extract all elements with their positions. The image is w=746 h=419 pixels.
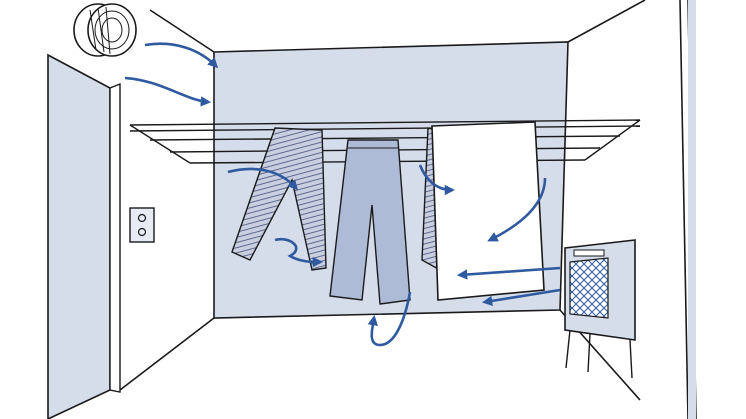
door-frame xyxy=(109,82,121,393)
heater-icon xyxy=(564,239,636,379)
striped-pants xyxy=(231,127,327,271)
airflow-arrow-icon xyxy=(124,42,561,347)
power-outlet-icon xyxy=(129,207,155,243)
room-edges xyxy=(119,0,646,401)
white-sheet xyxy=(431,121,545,301)
jeans xyxy=(329,139,411,305)
right-wall-strip xyxy=(688,0,696,419)
fan-icon xyxy=(73,3,137,57)
door xyxy=(47,53,111,419)
